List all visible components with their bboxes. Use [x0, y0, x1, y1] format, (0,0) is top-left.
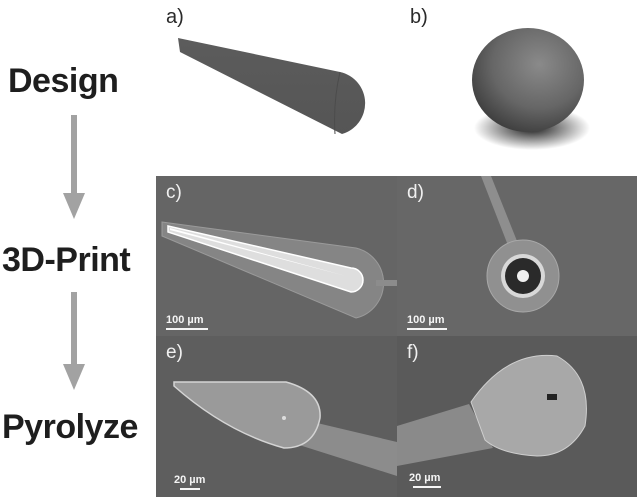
- panel-a-label: a): [166, 6, 184, 28]
- step-pyrolyze: Pyrolyze: [2, 408, 138, 446]
- scale-bar-label: 100 µm: [407, 314, 445, 326]
- scale-bar: 20 µm: [409, 472, 449, 488]
- panel-d-label: d): [407, 182, 424, 203]
- panel-b-label: b): [410, 6, 428, 28]
- cone-render-image: [178, 38, 366, 135]
- arrow-down-icon: [63, 115, 85, 220]
- arrow-down-icon: [63, 292, 85, 392]
- printed-cone-image: [161, 221, 397, 319]
- scale-bar: 100 µm: [166, 314, 210, 330]
- panel-c-sem: c) 100 µm: [156, 176, 397, 336]
- scale-bar-label: 20 µm: [409, 472, 441, 484]
- printed-sphere-image: [481, 176, 560, 313]
- panel-d-sem: d) 100 µm: [397, 176, 637, 336]
- scale-bar-label: 20 µm: [174, 474, 206, 486]
- step-design: Design: [8, 62, 119, 100]
- pyrolyzed-sphere-image: [397, 354, 587, 466]
- sphere-render-image: [472, 28, 590, 150]
- scale-bar: 100 µm: [407, 314, 451, 330]
- step-3d-print: 3D-Print: [2, 241, 131, 279]
- panel-c-label: c): [166, 182, 182, 203]
- panel-e-sem: e) 20 µm: [156, 336, 397, 497]
- panel-f-label: f): [407, 342, 419, 363]
- scale-bar: 20 µm: [174, 474, 214, 490]
- panel-f-sem: f) 20 µm: [397, 336, 637, 497]
- scale-bar-label: 100 µm: [166, 314, 204, 326]
- panel-e-label: e): [166, 342, 183, 363]
- pyrolyzed-cone-image: [173, 381, 397, 476]
